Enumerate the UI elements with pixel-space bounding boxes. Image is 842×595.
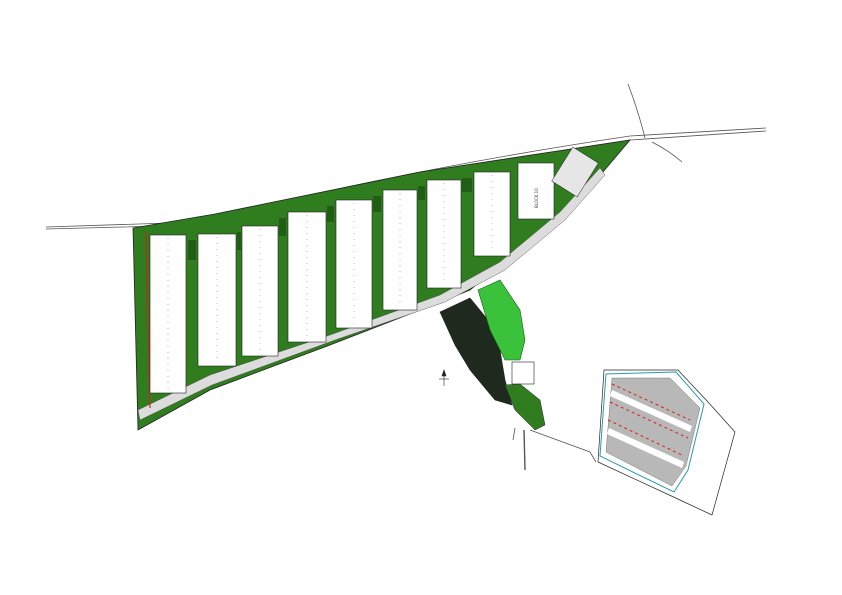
central-landscape bbox=[439, 279, 546, 431]
small-building bbox=[551, 146, 599, 198]
warehouse-9 bbox=[517, 162, 555, 220]
parking-area bbox=[597, 369, 736, 516]
small-building-label: BLOCK 10 bbox=[534, 188, 539, 208]
south-road-2 bbox=[512, 427, 516, 441]
warehouse-6 bbox=[382, 189, 418, 311]
boundary-marker-red bbox=[145, 231, 151, 409]
warehouse-1 bbox=[149, 234, 187, 394]
north-branch-road-2 bbox=[651, 141, 683, 163]
parking-inner bbox=[599, 371, 705, 493]
south-road bbox=[523, 429, 526, 471]
access-road bbox=[529, 429, 597, 463]
green-verge bbox=[504, 383, 546, 431]
warehouse-7 bbox=[426, 179, 462, 289]
structural-grid bbox=[167, 175, 493, 390]
warehouse-2 bbox=[197, 233, 237, 367]
north-arrow-icon bbox=[439, 369, 449, 386]
warehouse-3 bbox=[241, 225, 279, 357]
bright-green-area bbox=[477, 279, 526, 361]
parking-lanes bbox=[607, 390, 692, 468]
green-pockets bbox=[188, 178, 472, 260]
warehouse-8 bbox=[473, 171, 511, 257]
parking-rows bbox=[607, 383, 691, 457]
north-branch-road bbox=[627, 83, 646, 139]
gatehouse bbox=[511, 361, 535, 385]
warehouse-4 bbox=[287, 211, 327, 343]
main-site: BLOCK 10 bbox=[132, 139, 631, 431]
